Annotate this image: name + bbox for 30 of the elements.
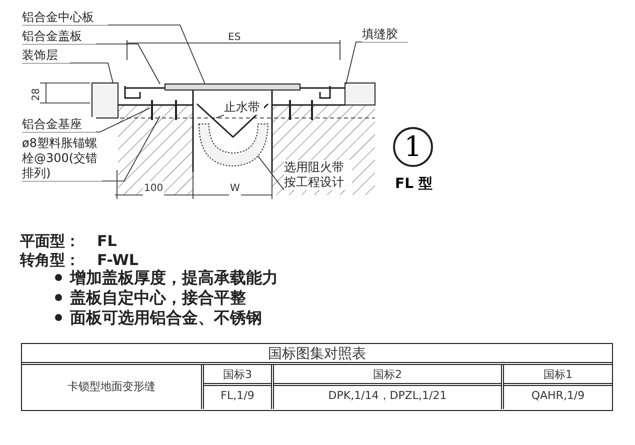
dimension-label: 100 (143, 181, 164, 196)
callout-label: 装饰层 (22, 48, 70, 63)
dimension-label: ES (228, 31, 241, 45)
row-header: 卡锁型地面变形缝 (22, 365, 204, 409)
type-name: 转角型： (20, 250, 80, 270)
feature-text: 盖板自定中心，接合平整 (70, 288, 246, 307)
callout-label: 铝合金基座 (22, 117, 96, 132)
callout-label: 填缝胶 (362, 27, 408, 42)
table-title: 国标图集对照表 (22, 344, 612, 365)
callout-label: 铝合金盖板 (22, 29, 96, 44)
table-value: QAHR,1/9 (530, 388, 586, 404)
feature-text: 面板可选用铝合金、不锈钢 (70, 308, 262, 327)
leader-line (216, 114, 224, 118)
callout-label: ø8塑料胀锚螺栓@300(交错排列) (22, 136, 102, 181)
feature-text: 增加盖板厚度，提高承载能力 (70, 268, 278, 287)
callout-label: 选用阻火带按工程设计 (284, 160, 352, 190)
type-code: FL (97, 231, 117, 252)
type-code: F-WL (97, 250, 138, 269)
column-header: 国标2 (274, 365, 501, 386)
dimension-label: W (229, 181, 241, 196)
detail-type-label: FL 型 (395, 175, 432, 194)
table-value: FL,1/9 (220, 388, 256, 404)
type-name: 平面型： (20, 231, 80, 252)
column-header: 国标3 (204, 365, 271, 386)
dimension-label: 28 (30, 88, 43, 101)
callout-label: 止水带 (224, 100, 264, 115)
column-header: 国标1 (504, 365, 612, 386)
leader-line (258, 156, 284, 190)
table-value: DPK,1/14，DPZL,1/21 (327, 388, 448, 404)
callout-label: 铝合金中心板 (22, 10, 108, 25)
